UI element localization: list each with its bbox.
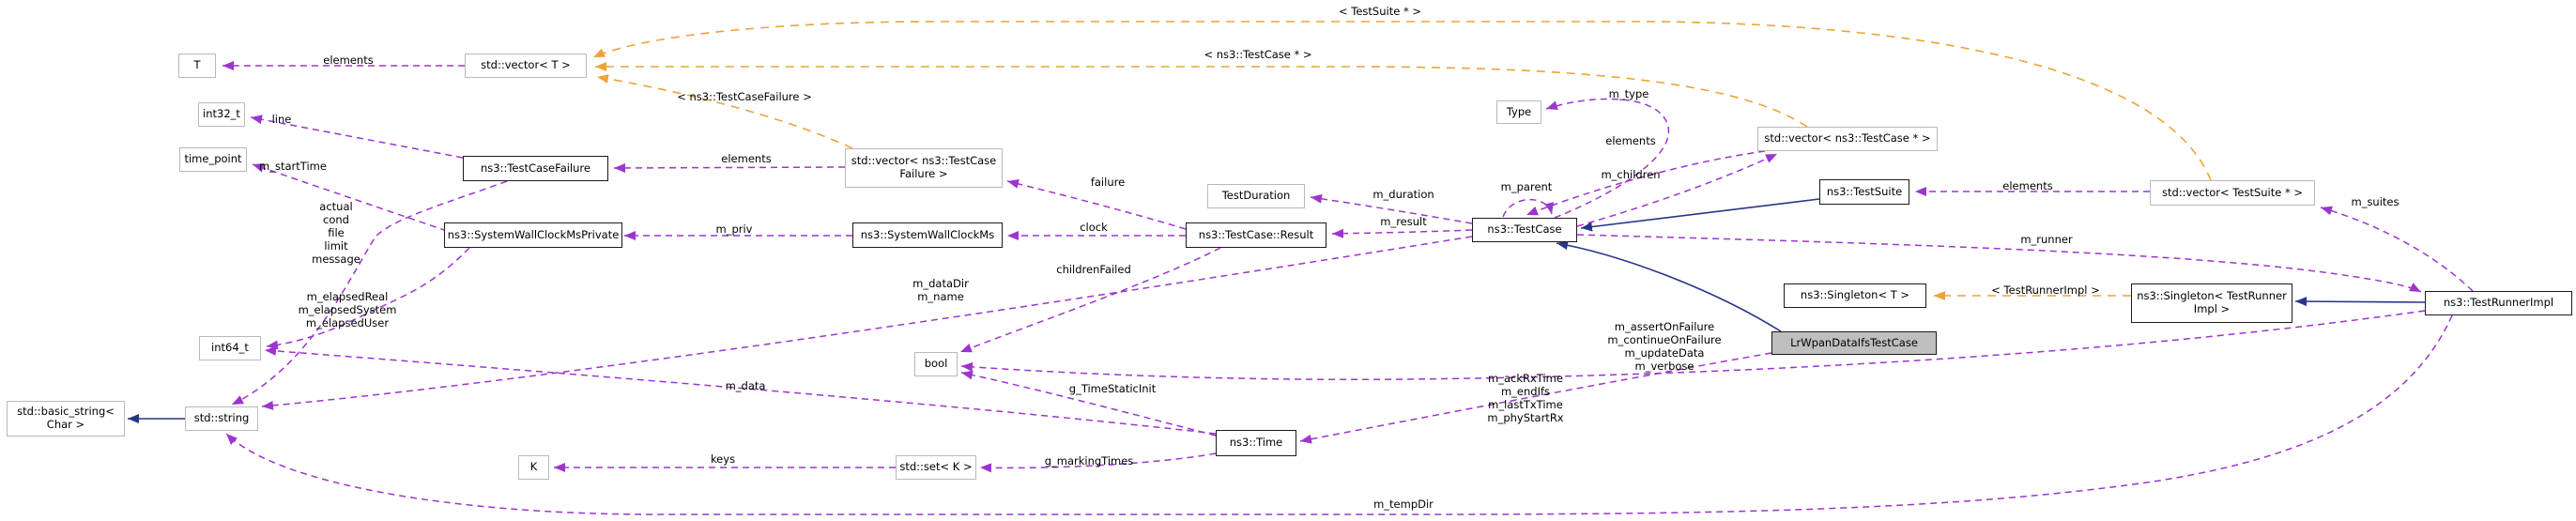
class-node-singleton-test-runner-impl[interactable]: ns3::Singleton< TestRunner Impl > xyxy=(2131,283,2292,323)
edge-lr-times xyxy=(1299,352,1772,444)
class-node-k[interactable]: K xyxy=(518,455,549,480)
edge-template-test-case xyxy=(595,62,1808,128)
class-node-std-vector-test-suite-ptr[interactable]: std::vector< TestSuite * > xyxy=(2150,180,2315,206)
edge-label-elements-vector-t: elements xyxy=(323,53,374,67)
edge-label-m-data: m_data xyxy=(725,378,766,392)
edge-label-template-tri: < TestRunnerImpl > xyxy=(1991,283,2100,297)
class-node-bool[interactable]: bool xyxy=(914,352,958,376)
edge-label-elements-tcf: elements xyxy=(721,151,772,165)
class-node-test-runner-impl[interactable]: ns3::TestRunnerImpl xyxy=(2425,291,2572,315)
edge-m-type xyxy=(1545,98,1669,219)
edge-label-clock: clock xyxy=(1080,220,1108,234)
edge-m-temp-dir xyxy=(225,314,2453,515)
edge-m-suites xyxy=(2320,206,2474,292)
edge-label-tcf-members: actual cond file limit message xyxy=(312,199,360,267)
class-node-std-string[interactable]: std::string xyxy=(185,406,258,431)
class-node-t[interactable]: T xyxy=(178,54,216,78)
class-node-int32-t[interactable]: int32_t xyxy=(198,102,245,127)
edge-label-elements-test-suite: elements xyxy=(2002,178,2053,192)
edge-m-start-time xyxy=(252,163,448,232)
class-node-lr-wpan-data-ifs-test-case: LrWpanDataIfsTestCase xyxy=(1771,331,1937,355)
edge-label-m-type: m_type xyxy=(1608,86,1649,100)
edge-template-tcf xyxy=(596,74,853,149)
class-node-time-point[interactable]: time_point xyxy=(179,147,247,172)
class-node-time[interactable]: ns3::Time xyxy=(1216,430,1296,456)
edge-label-m-duration: m_duration xyxy=(1372,187,1434,201)
edge-label-m-priv: m_priv xyxy=(715,222,753,236)
edge-inherit-tri xyxy=(2294,297,2426,307)
edge-elements-tcf xyxy=(613,162,846,173)
class-node-std-vector-test-case-ptr[interactable]: std::vector< ns3::TestCase * > xyxy=(1757,127,1938,151)
edge-inherit-test-suite xyxy=(1580,198,1820,232)
edge-label-m-children: m_children xyxy=(1601,167,1661,181)
edge-label-tri-flags: m_assertOnFailure m_continueOnFailure m_… xyxy=(1607,319,1722,374)
edge-line xyxy=(250,115,464,159)
edge-elements-test-case xyxy=(1526,150,1766,216)
class-node-std-basic-string[interactable]: std::basic_string< Char > xyxy=(7,401,125,437)
class-node-system-wall-clock-ms-private[interactable]: ns3::SystemWallClockMsPrivate xyxy=(444,222,622,248)
class-node-test-suite[interactable]: ns3::TestSuite xyxy=(1819,179,1909,205)
edge-elapsed xyxy=(266,247,470,350)
edge-m-children xyxy=(1576,153,1778,227)
class-node-test-case-result[interactable]: ns3::TestCase::Result xyxy=(1186,222,1326,248)
edge-label-g-time-static-init: g_TimeStaticInit xyxy=(1068,381,1157,395)
edge-label-children-failed: childrenFailed xyxy=(1056,262,1131,276)
edge-tc-strings xyxy=(261,236,1473,410)
edge-label-m-result: m_result xyxy=(1380,214,1427,228)
edge-label-failure: failure xyxy=(1090,175,1126,189)
edge-failure xyxy=(1006,179,1187,230)
edge-children-failed xyxy=(959,247,1221,353)
class-node-int64-t[interactable]: int64_t xyxy=(199,336,261,360)
edge-label-m-runner: m_runner xyxy=(2020,232,2073,246)
edge-label-m-temp-dir: m_tempDir xyxy=(1373,497,1434,511)
edge-template-test-suite xyxy=(592,21,2212,181)
edge-inherit-lr-wpan xyxy=(1556,240,1782,332)
edge-m-duration xyxy=(1310,193,1473,224)
edge-label-m-start-time: m_startTime xyxy=(259,159,327,173)
edge-label-g-marking-times: g_markingTimes xyxy=(1044,453,1134,467)
edge-label-m-suites: m_suites xyxy=(2351,194,2400,208)
class-node-test-case-failure[interactable]: ns3::TestCaseFailure xyxy=(463,156,608,181)
edge-g-marking-times xyxy=(979,452,1217,473)
edge-label-template-tcf: < ns3::TestCaseFailure > xyxy=(677,89,812,103)
edge-label-keys: keys xyxy=(710,452,736,466)
edge-label-tc-strings: m_dataDir m_name xyxy=(912,276,969,303)
edge-m-parent-loop xyxy=(1502,198,1555,218)
edge-label-elapsed: m_elapsedReal m_elapsedSystem m_elapsedU… xyxy=(298,289,397,330)
edge-label-m-parent: m_parent xyxy=(1500,179,1553,193)
edge-label-line: line xyxy=(271,112,292,126)
edge-tcf-strings xyxy=(231,180,508,406)
edge-tri-flags xyxy=(960,310,2426,381)
edge-m-runner xyxy=(1576,234,2422,293)
edge-m-data xyxy=(264,345,1217,435)
class-node-test-duration[interactable]: TestDuration xyxy=(1207,184,1305,208)
edge-label-elements-test-case: elements xyxy=(1605,133,1656,147)
edge-label-template-test-case: < ns3::TestCase * > xyxy=(1204,47,1312,61)
edge-label-lr-times: m_ackRxTime m_endIfs m_lastTxTime m_phyS… xyxy=(1487,371,1564,425)
class-node-test-case[interactable]: ns3::TestCase xyxy=(1472,218,1577,242)
class-node-type[interactable]: Type xyxy=(1496,100,1541,124)
class-node-singleton-t[interactable]: ns3::Singleton< T > xyxy=(1784,283,1926,308)
class-node-std-vector-t[interactable]: std::vector< T > xyxy=(465,54,587,78)
class-node-system-wall-clock-ms[interactable]: ns3::SystemWallClockMs xyxy=(852,222,1003,248)
class-node-std-set-k[interactable]: std::set< K > xyxy=(896,455,976,480)
edge-m-result xyxy=(1331,228,1473,238)
edge-label-template-test-suite: < TestSuite * > xyxy=(1338,4,1422,18)
class-node-std-vector-test-case-failure[interactable]: std::vector< ns3::TestCase Failure > xyxy=(845,148,1003,188)
